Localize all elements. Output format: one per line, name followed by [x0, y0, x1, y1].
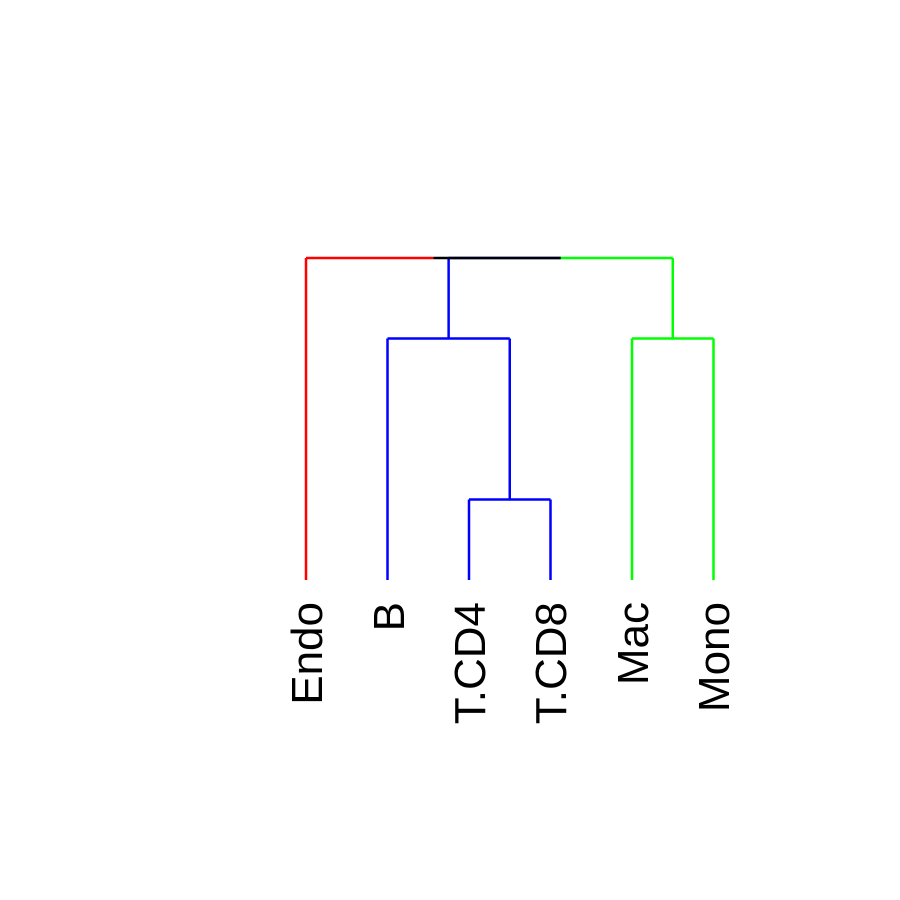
leaf-label-b: B — [365, 602, 414, 631]
leaf-label-mono: Mono — [690, 602, 739, 712]
leaf-label-t-cd8: T.CD8 — [527, 602, 576, 724]
leaf-label-mac: Mac — [609, 602, 658, 685]
leaf-label-t-cd4: T.CD4 — [446, 602, 495, 724]
leaf-label-endo: Endo — [283, 602, 332, 705]
dendrogram-branches — [304, 256, 715, 580]
